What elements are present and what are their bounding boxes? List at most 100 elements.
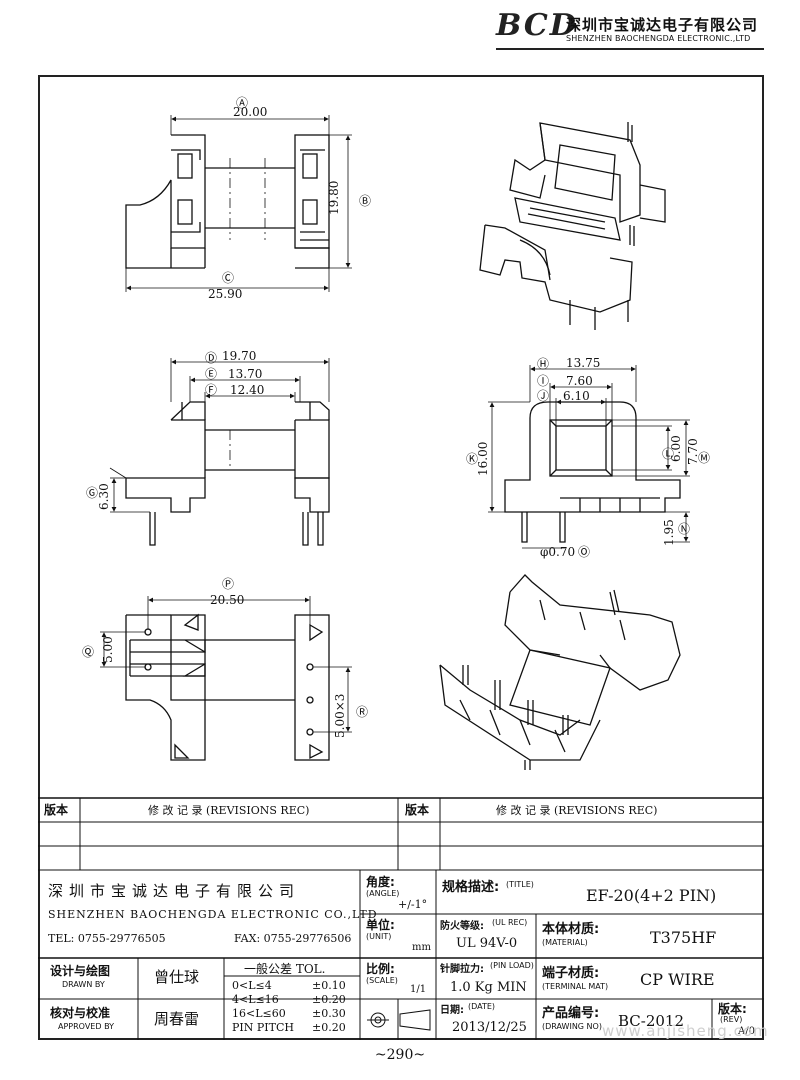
revision-table xyxy=(38,797,764,871)
dim-marker-g: Ⓖ xyxy=(86,486,98,500)
dim-marker-j: Ⓙ xyxy=(537,389,549,403)
tb-tol-value: ±0.10 xyxy=(312,979,346,992)
dim-d: 19.70 xyxy=(222,349,256,363)
tb-tol-values: ±0.10 ±0.20 ±0.30 ±0.20 xyxy=(312,979,346,1035)
dim-g: 6.30 xyxy=(97,483,111,510)
dim-marker-f: Ⓕ xyxy=(205,383,217,397)
dim-marker-o: Ⓞ xyxy=(578,545,590,559)
company-name-en: SHENZHEN BAOCHENGDA ELECTRONIC.,LTD xyxy=(566,34,751,43)
tb-angle-value: +/-1° xyxy=(398,898,428,911)
tb-unit-label: 单位: xyxy=(366,918,395,932)
title-block xyxy=(38,870,764,1040)
dim-marker-a: Ⓐ xyxy=(236,96,248,110)
dim-l: 6.00 xyxy=(669,435,683,462)
tb-title-en: (TITLE) xyxy=(506,880,534,889)
dim-marker-h: Ⓗ xyxy=(537,357,549,371)
tb-tol-value: ±0.20 xyxy=(312,993,346,1006)
header-rule xyxy=(496,48,764,50)
dim-marker-e: Ⓔ xyxy=(205,367,217,381)
dim-marker-c: Ⓒ xyxy=(222,271,234,285)
tb-drawing-no-en: (DRAWING NO) xyxy=(542,1022,602,1031)
tb-date-label: 日期: xyxy=(440,1005,464,1016)
tb-angle-label: 角度: xyxy=(366,875,395,889)
dim-marker-d: Ⓓ xyxy=(205,351,217,365)
tb-tol-range: PIN PITCH xyxy=(232,1021,294,1034)
dim-marker-k: Ⓚ xyxy=(466,452,478,466)
dim-k: 16.00 xyxy=(476,442,490,476)
rev-col-version-left: 版本 xyxy=(44,802,68,817)
dim-j: 6.10 xyxy=(563,389,590,403)
iso-view-upper xyxy=(479,122,666,330)
dim-marker-i: Ⓘ xyxy=(537,374,549,388)
tb-tol-range: 4<L≤16 xyxy=(232,993,279,1006)
rev-col-record-right: 修 改 记 录 (REVISIONS REC) xyxy=(496,803,657,817)
tb-drawing-no-label: 产品编号: xyxy=(542,1006,600,1021)
tb-tel: TEL: 0755-29776505 xyxy=(48,932,166,945)
tb-unit-value: mm xyxy=(412,942,431,953)
side-view xyxy=(488,365,690,549)
tb-company-cn: 深圳市宝诚达电子有限公司 xyxy=(48,882,301,900)
tb-scale-value: 1/1 xyxy=(410,984,427,995)
tb-material-value: T375HF xyxy=(650,928,717,947)
tb-pin-load-value: 1.0 Kg MIN xyxy=(450,980,527,995)
front-view xyxy=(109,358,330,546)
tb-tol-range: 0<L≤4 xyxy=(232,979,272,992)
tb-pin-load-label: 针脚拉力: xyxy=(440,964,484,975)
rev-col-record-left: 修 改 记 录 (REVISIONS REC) xyxy=(148,803,309,817)
tb-tol-value: ±0.30 xyxy=(312,1007,346,1020)
dim-i: 7.60 xyxy=(566,374,593,388)
company-logo: BCD xyxy=(496,8,578,43)
dim-marker-l: Ⓛ xyxy=(662,447,674,461)
tb-terminal-en: (TERMINAL MAT) xyxy=(542,982,609,991)
tb-scale-en: (SCALE) xyxy=(366,976,398,985)
dim-e: 13.70 xyxy=(228,367,262,381)
page-number: ~290~ xyxy=(374,1047,426,1063)
dim-marker-b: Ⓑ xyxy=(359,194,371,208)
drawing-frame xyxy=(38,75,764,1040)
tb-terminal-value: CP WIRE xyxy=(640,970,715,989)
tb-rev-en: (REV) xyxy=(720,1015,743,1024)
dim-o: φ0.70 xyxy=(540,545,575,559)
dim-c: 25.90 xyxy=(208,287,242,301)
dim-marker-p: Ⓟ xyxy=(222,577,234,591)
watermark: www.anjisheng.com xyxy=(602,1022,769,1040)
tb-scale-label: 比例: xyxy=(366,962,395,976)
dim-marker-r: Ⓡ xyxy=(356,705,368,719)
tb-title-value: EF-20(4+2 PIN) xyxy=(586,886,717,905)
tb-title-label: 规格描述: xyxy=(442,880,500,895)
dim-q: 5.00 xyxy=(101,636,115,663)
tb-terminal-label: 端子材质: xyxy=(542,966,600,981)
dim-marker-q: Ⓠ xyxy=(82,645,94,659)
tb-fire-label: 防火等级: xyxy=(440,921,484,932)
dim-a: 20.00 xyxy=(233,105,267,119)
dim-n: 1.95 xyxy=(662,519,676,546)
iso-view-lower xyxy=(439,574,681,770)
tb-tol-ranges: 0<L≤4 4<L≤16 16<L≤60 PIN PITCH xyxy=(232,979,294,1035)
dim-r: 5.00×3 xyxy=(333,694,347,738)
dim-p: 20.50 xyxy=(210,593,244,607)
tb-tol-range: 16<L≤60 xyxy=(232,1007,286,1020)
tb-company-en: SHENZHEN BAOCHENGDA ELECTRONIC CO.,LTD xyxy=(48,908,378,921)
tb-rev-value: A/0 xyxy=(738,1026,755,1037)
rev-col-version-right: 版本 xyxy=(405,802,429,817)
dim-f: 12.40 xyxy=(230,383,264,397)
tb-approved-name: 周春雷 xyxy=(154,1010,200,1028)
tb-material-en: (MATERIAL) xyxy=(542,938,588,947)
tb-material-label: 本体材质: xyxy=(542,922,600,937)
dim-b: 19.80 xyxy=(327,181,341,215)
tb-drawing-no-value: BC-2012 xyxy=(618,1012,685,1030)
tb-tol-value: ±0.20 xyxy=(312,1021,346,1034)
tb-angle-en: (ANGLE) xyxy=(366,889,400,898)
tb-drawn-name: 曾仕球 xyxy=(154,968,200,986)
tb-tol-label: 一般公差 TOL. xyxy=(244,962,326,976)
tb-rev-label: 版本: xyxy=(718,1002,747,1016)
top-view xyxy=(125,115,352,292)
tb-drawn-en: DRAWN BY xyxy=(62,980,105,989)
dim-marker-n: Ⓝ xyxy=(678,522,690,536)
tb-approved-label: 核对与校准 xyxy=(50,1006,111,1020)
tb-date-value: 2013/12/25 xyxy=(452,1020,527,1035)
tb-fire-en: (UL REC) xyxy=(492,918,528,927)
tb-approved-en: APPROVED BY xyxy=(58,1022,115,1031)
tb-fax: FAX: 0755-29776506 xyxy=(234,932,352,945)
